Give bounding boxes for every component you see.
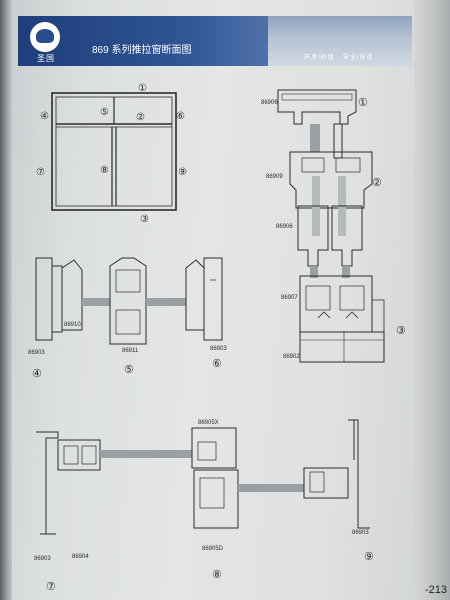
vertical-section xyxy=(277,89,385,363)
elev-label-3: ③ xyxy=(140,214,149,225)
section-4-sash xyxy=(61,259,83,331)
vertical-markers: ① ② ③ xyxy=(358,97,406,337)
lower-sash-profile xyxy=(299,275,373,333)
code-s8-top: 86905X xyxy=(198,420,219,426)
code-top: 86906 xyxy=(261,100,278,106)
elev-label-9: ⑨ xyxy=(178,167,187,178)
logo-mark xyxy=(36,29,54,43)
marker-9: ⑨ xyxy=(364,551,374,563)
section-9-frame xyxy=(348,419,370,529)
section-8-bottom xyxy=(193,469,239,529)
code-sash-a: 86909 xyxy=(266,174,283,180)
section-6-frame xyxy=(203,257,223,341)
elev-label-7: ⑦ xyxy=(36,167,45,178)
section-9-sash xyxy=(303,467,349,499)
code-s4-inner: 86910 xyxy=(64,322,81,328)
page-number: -213 xyxy=(425,584,448,596)
elev-label-1: ① xyxy=(138,83,147,94)
code-bottom: 86902 xyxy=(283,354,300,360)
section-7-sash xyxy=(57,439,101,471)
elev-label-4: ④ xyxy=(40,111,49,122)
section-8-top xyxy=(191,427,237,469)
section-456-codes: 86910 86903 86911 86903 xyxy=(28,322,227,356)
window-elevation xyxy=(51,92,177,211)
marker-6: ⑥ xyxy=(212,358,222,370)
code-sash-c: 86907 xyxy=(281,295,298,301)
book-spine xyxy=(0,0,12,600)
top-frame-profile xyxy=(277,89,357,125)
upper-sash-profile xyxy=(289,151,373,209)
outer-frame xyxy=(51,92,177,211)
marker-3: ③ xyxy=(396,325,406,337)
marker-8: ⑧ xyxy=(212,569,222,581)
code-s4-frame: 86903 xyxy=(28,350,45,356)
code-s7-sash: 86904 xyxy=(72,554,89,560)
section-7-frame xyxy=(36,431,59,535)
code-s6: 86903 xyxy=(210,346,227,352)
header-tagline: 开发/价值 · 安全/创造 xyxy=(304,55,374,61)
page-title: 869 系列推拉窗断面图 xyxy=(92,45,192,56)
code-s8-bottom: 86905D xyxy=(202,546,224,552)
brand-name: 圣国 xyxy=(37,54,55,63)
marker-1: ① xyxy=(358,97,368,109)
brand-logo xyxy=(30,22,60,52)
elev-label-8: ⑧ xyxy=(100,165,109,176)
marker-2: ② xyxy=(372,177,382,189)
elev-label-5: ⑤ xyxy=(100,107,109,118)
marker-7: ⑦ xyxy=(46,581,56,593)
marker-5: ⑤ xyxy=(124,364,134,376)
horizontal-section-789 xyxy=(36,419,370,535)
bottom-frame-profile xyxy=(299,331,385,363)
section-456-markers: ④ ⑤ ⑥ xyxy=(32,358,222,380)
code-s9: 86903 xyxy=(352,530,369,536)
header-photo xyxy=(268,16,412,66)
section-789-markers: ⑦ ⑧ ⑨ xyxy=(46,551,374,593)
code-s7-frame: 86903 xyxy=(34,556,51,562)
section-5-sash xyxy=(109,257,147,345)
elevation-labels: ① ② ③ ④ ⑤ ⑥ ⑦ ⑧ ⑨ xyxy=(36,83,187,225)
section-4-frame xyxy=(35,257,53,341)
elev-label-6: ⑥ xyxy=(176,111,185,122)
section-6-sash xyxy=(185,259,205,331)
page-edge xyxy=(414,0,450,600)
horizontal-section-456 xyxy=(35,257,223,345)
code-s5: 86911 xyxy=(122,348,139,354)
code-sash-b: 86906 xyxy=(276,224,293,230)
section-789-codes: 86903 86904 86905X 86905D 86903 xyxy=(34,420,369,562)
elev-label-2: ② xyxy=(136,112,145,123)
marker-4: ④ xyxy=(32,368,42,380)
vertical-codes: 86906 86909 86906 86907 86902 xyxy=(261,100,300,360)
